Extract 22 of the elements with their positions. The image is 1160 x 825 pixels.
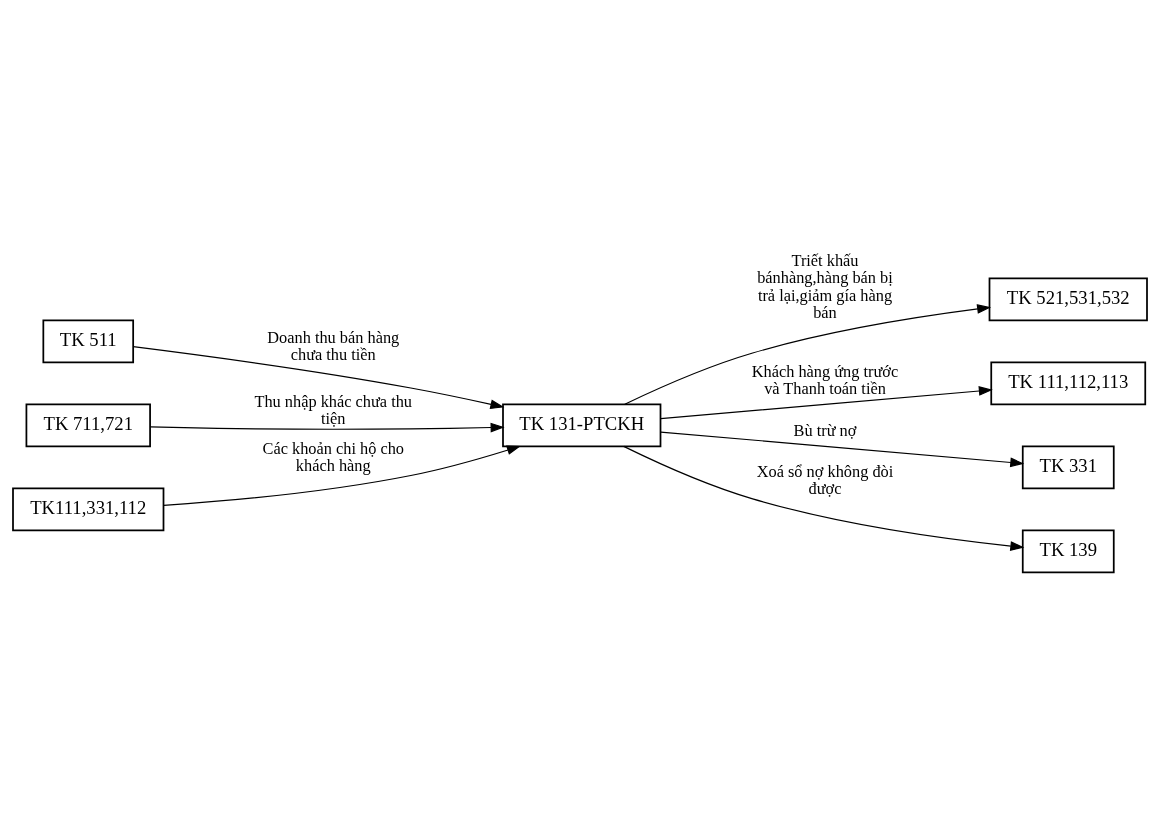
node-box: TK 139 bbox=[1021, 529, 1115, 574]
arrow bbox=[660, 431, 1025, 468]
edge-label: Doanh thu bán hàng chưa thu tiền bbox=[267, 327, 400, 365]
arrow bbox=[624, 304, 992, 405]
arrow bbox=[623, 445, 1025, 551]
node-box: TK 521,531,532 bbox=[988, 277, 1148, 322]
node-box: TK 711,721 bbox=[25, 403, 151, 448]
arrow bbox=[149, 422, 505, 433]
node-box: TK 131-PTCKH bbox=[502, 403, 662, 448]
arrow bbox=[163, 445, 521, 506]
edge-label: Bù trừ nợ bbox=[793, 421, 857, 441]
node-box: TK 331 bbox=[1021, 445, 1115, 490]
node-box: TK 111,112,113 bbox=[990, 361, 1147, 406]
node-box: TK111,331,112 bbox=[12, 487, 165, 532]
edge-label: Thu nhập khác chưa thu tiện bbox=[254, 391, 413, 429]
node-box: TK 511 bbox=[42, 319, 135, 364]
arrow bbox=[132, 346, 505, 410]
edge-label: Khách hàng ứng trước và Thanh toán tiền bbox=[751, 361, 899, 399]
arrow bbox=[660, 386, 993, 420]
edge-label: Triết khấu bánhàng,hàng bán bị trả lại,giảm gía hàng bán bbox=[757, 250, 893, 323]
edge-label: Các khoản chi hộ cho khách hàng bbox=[262, 438, 404, 476]
edge-label: Xoá sổ nợ không đòi được bbox=[756, 461, 894, 499]
